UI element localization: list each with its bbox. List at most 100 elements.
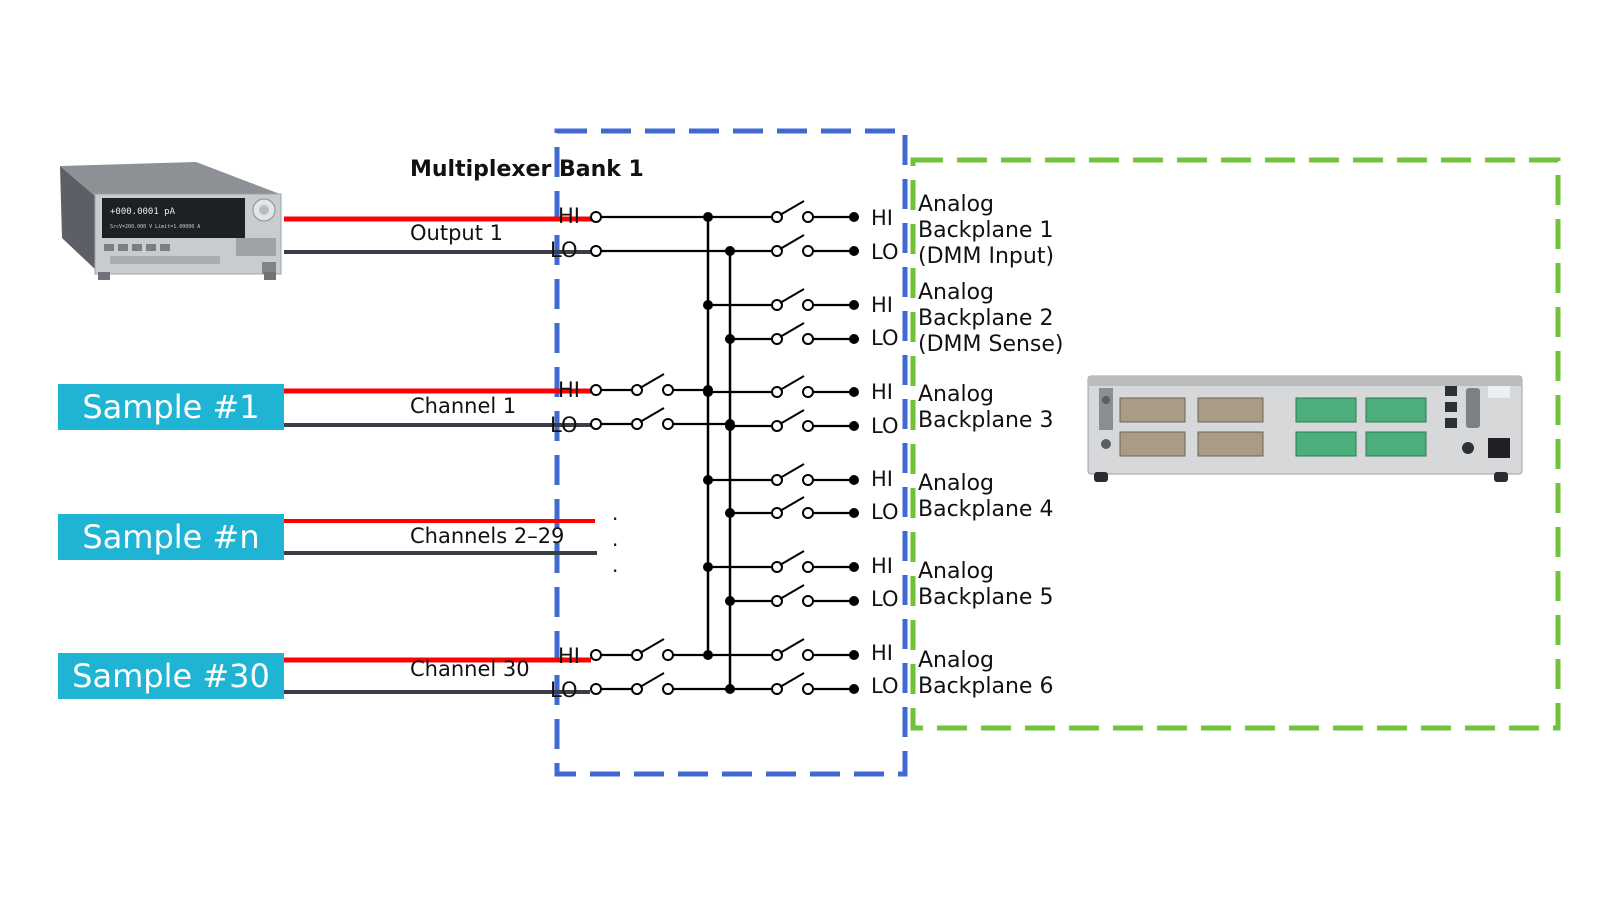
bp4-hi-switch-contact-b — [802, 474, 814, 486]
backplane-4-line1: Analog — [918, 471, 995, 496]
bp6-hi-label: HI — [871, 641, 893, 665]
bp3-lo-switch — [779, 409, 805, 425]
bp5-lo-terminal — [849, 596, 859, 606]
backplane-2-line1: Analog — [918, 280, 995, 305]
bp2-hi-switch-contact-a — [771, 299, 783, 311]
channel-1-label: Channel 1 — [410, 394, 517, 418]
backplane-3-line2: Backplane 3 — [918, 408, 1054, 433]
bp1-lo-label: LO — [871, 240, 899, 264]
bp5-hi-label: HI — [871, 554, 893, 578]
backplane-4-line2: Backplane 4 — [918, 497, 1054, 522]
ch1-hi-switch-contact-b — [662, 384, 674, 396]
output-lo-terminal — [590, 245, 602, 257]
bp4-hi-switch — [779, 463, 805, 479]
input-wires — [284, 216, 597, 694]
ch1-lo-terminal — [590, 418, 602, 430]
meter-display-line1: +000.0001 pA — [110, 207, 176, 217]
multiplexer-bank-title: Multiplexer Bank 1 — [410, 157, 644, 182]
bp6-hi-switch-contact-b — [802, 649, 814, 661]
channels-2-29-label: Channels 2–29 — [410, 524, 565, 548]
bp4-lo-label: LO — [871, 500, 899, 524]
ch30-lo-switch-contact-a — [631, 683, 643, 695]
ch1-hi-terminal — [590, 384, 602, 396]
bp1-lo-switch-contact-b — [802, 245, 814, 257]
ch30-hi-switch — [639, 638, 665, 654]
bp2-lo-switch-contact-b — [802, 333, 814, 345]
switch-mainframe-image — [1087, 375, 1523, 482]
bp4-lo-switch-contact-b — [802, 507, 814, 519]
bp2-hi-switch — [779, 288, 805, 304]
bp2-hi-label: HI — [871, 293, 893, 317]
bp4-hi-terminal — [849, 475, 859, 485]
sample-n-box: Sample #n — [58, 514, 284, 560]
backplane-6-line2: Backplane 6 — [918, 674, 1054, 699]
backplane-1-label: Analog Backplane 1 (DMM Input) — [918, 192, 1054, 270]
continuation-text: . . . — [612, 501, 619, 577]
bp5-hi-switch-contact-a — [771, 561, 783, 573]
bp6-lo-switch-contact-a — [771, 683, 783, 695]
backplane-6-line1: Analog — [918, 648, 995, 673]
backplane-2-line2: Backplane 2 — [918, 306, 1054, 331]
backplane-1-line1: Analog — [918, 192, 995, 217]
ch30-hi-switch-contact-a — [631, 649, 643, 661]
bp6-hi-switch-contact-a — [771, 649, 783, 661]
bp4-hi-switch-contact-a — [771, 474, 783, 486]
input-hi-label-output: HI — [558, 204, 580, 228]
bp5-lo-switch-contact-b — [802, 595, 814, 607]
input-lo-label-ch1: LO — [550, 413, 578, 437]
input-lo-label-ch30: LO — [550, 678, 578, 702]
bp6-hi-switch — [779, 638, 805, 654]
bp2-hi-switch-contact-b — [802, 299, 814, 311]
bp3-hi-switch — [779, 375, 805, 391]
sample-30-box: Sample #30 — [58, 653, 284, 699]
source-meter-image: +000.0001 pA SrcV=200.000 V Limit=1.0000… — [60, 162, 282, 280]
ch30-lo-terminal — [590, 683, 602, 695]
backplane-2-label: Analog Backplane 2 (DMM Sense) — [918, 280, 1064, 358]
backplane-6-label: Analog Backplane 6 — [918, 648, 1053, 700]
ch1-lo-switch-contact-b — [662, 418, 674, 430]
backplane-5-label: Analog Backplane 5 — [918, 559, 1053, 611]
bp1-hi-switch-contact-b — [802, 211, 814, 223]
bp5-hi-switch-contact-b — [802, 561, 814, 573]
bp1-lo-terminal — [849, 246, 859, 256]
backplane-4-label: Analog Backplane 4 — [918, 471, 1053, 523]
bp6-lo-terminal — [849, 684, 859, 694]
backplane-1-line3: (DMM Input) — [918, 244, 1055, 269]
output-hi-terminal — [590, 211, 602, 223]
bp1-hi-label: HI — [871, 206, 893, 230]
bp4-hi-label: HI — [871, 467, 893, 491]
backplane-1-line2: Backplane 1 — [918, 218, 1054, 243]
backplane-3-line1: Analog — [918, 382, 995, 407]
ch1-lo-switch — [639, 407, 665, 423]
ch30-hi-terminal — [590, 649, 602, 661]
ch30-hi-switch-contact-b — [662, 649, 674, 661]
bp1-lo-switch — [779, 234, 805, 250]
bp2-lo-switch-contact-a — [771, 333, 783, 345]
ch30-lo-switch — [639, 672, 665, 688]
bp1-hi-terminal — [849, 212, 859, 222]
bp5-hi-terminal — [849, 562, 859, 572]
input-hi-label-ch1: HI — [558, 378, 580, 402]
backplane-5-line2: Backplane 5 — [918, 585, 1054, 610]
ch30-lo-switch-contact-b — [662, 683, 674, 695]
bp6-hi-terminal — [849, 650, 859, 660]
sample-1-box: Sample #1 — [58, 384, 284, 430]
bp5-lo-label: LO — [871, 587, 899, 611]
bp1-lo-switch-contact-a — [771, 245, 783, 257]
bp3-hi-label: HI — [871, 380, 893, 404]
bp1-hi-switch — [779, 200, 805, 216]
bp6-lo-switch — [779, 672, 805, 688]
backplane-5-line1: Analog — [918, 559, 995, 584]
input-lo-label-output: LO — [550, 238, 578, 262]
bp3-hi-switch-contact-a — [771, 386, 783, 398]
bp6-lo-switch-contact-b — [802, 683, 814, 695]
bp2-lo-switch — [779, 322, 805, 338]
bp4-lo-terminal — [849, 508, 859, 518]
bp4-lo-switch-contact-a — [771, 507, 783, 519]
input-hi-label-ch30: HI — [558, 644, 580, 668]
bp5-hi-switch — [779, 550, 805, 566]
ch1-lo-switch-contact-a — [631, 418, 643, 430]
meter-display-line2: SrcV=200.000 V Limit=1.00000 A — [110, 224, 200, 230]
